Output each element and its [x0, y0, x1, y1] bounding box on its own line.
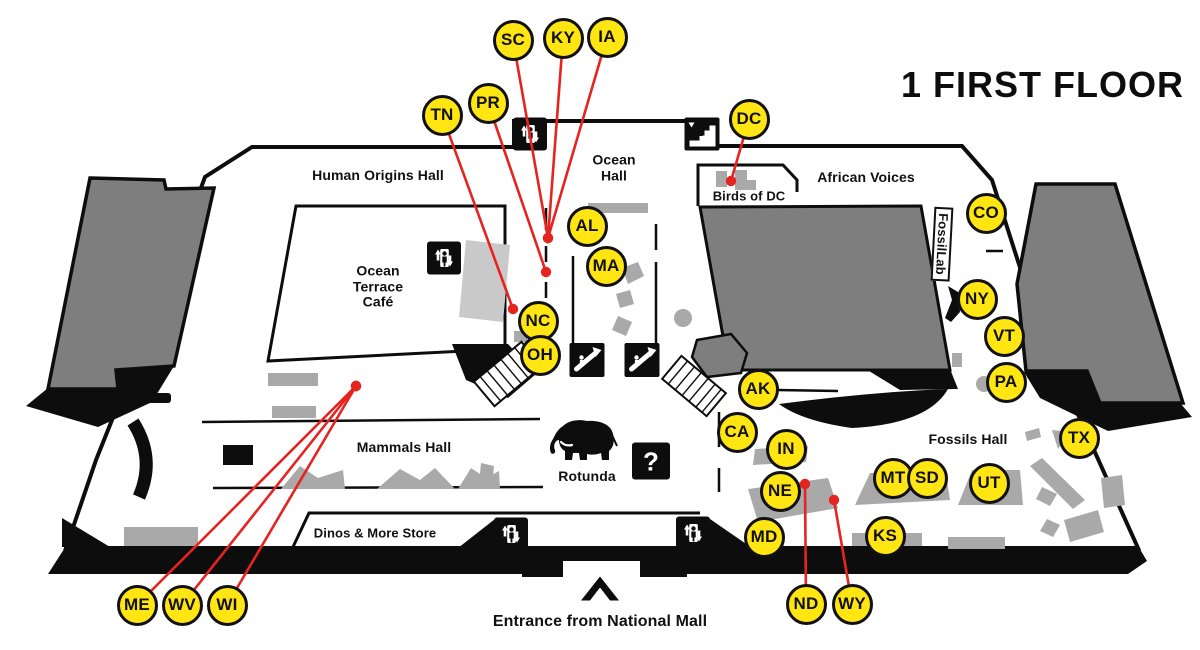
question-icon: ? — [632, 442, 670, 480]
state-badge-wi[interactable]: WI — [206, 584, 248, 626]
left-wing — [26, 176, 217, 427]
state-badge-ky[interactable]: KY — [542, 17, 584, 59]
state-badge-tx[interactable]: TX — [1058, 417, 1100, 459]
state-badge-pa[interactable]: PA — [985, 361, 1027, 403]
stairs-icon — [684, 117, 720, 151]
state-badge-wv[interactable]: WV — [161, 584, 203, 626]
state-badge-dc[interactable]: DC — [728, 98, 770, 140]
state-badge-me[interactable]: ME — [116, 584, 158, 626]
birds-of-dc-label: Birds of DC — [712, 188, 786, 204]
state-badge-pr[interactable]: PR — [467, 82, 509, 124]
state-badge-vt[interactable]: VT — [983, 315, 1025, 357]
state-badge-ia[interactable]: IA — [586, 16, 628, 58]
elephant-icon — [549, 418, 621, 464]
elevator-icon — [494, 517, 528, 551]
state-badge-sd[interactable]: SD — [906, 457, 948, 499]
state-badge-ma[interactable]: MA — [585, 245, 627, 287]
state-badge-md[interactable]: MD — [743, 516, 785, 558]
state-badge-in[interactable]: IN — [765, 428, 807, 470]
entrance-arrow-icon — [581, 576, 619, 602]
rotunda-label: Rotunda — [558, 468, 616, 485]
escalator-icon — [569, 343, 605, 377]
african-voices-label: African Voices — [817, 169, 915, 186]
entrance-label: Entrance from National Mall — [492, 613, 708, 631]
state-badge-ca[interactable]: CA — [716, 411, 758, 453]
central-gallery-block — [698, 204, 958, 390]
state-badge-ut[interactable]: UT — [968, 462, 1010, 504]
state-badge-al[interactable]: AL — [566, 205, 608, 247]
state-badge-ak[interactable]: AK — [737, 368, 779, 410]
state-badge-oh[interactable]: OH — [519, 334, 561, 376]
state-badge-ny[interactable]: NY — [956, 278, 998, 320]
state-badge-ne[interactable]: NE — [759, 470, 801, 512]
staircase-right — [660, 332, 749, 418]
right-wing — [1015, 182, 1192, 431]
ocean-terrace-cafe-label: Ocean Terrace Café — [352, 262, 404, 310]
escalator-icon — [624, 343, 660, 377]
state-badge-wy[interactable]: WY — [831, 583, 873, 625]
state-badge-co[interactable]: CO — [965, 192, 1007, 234]
svg-text:?: ? — [643, 447, 659, 477]
state-badge-tn[interactable]: TN — [421, 94, 463, 136]
elevator-icon — [676, 516, 710, 550]
fossils-hall-label: Fossils Hall — [928, 431, 1008, 448]
state-badge-nc[interactable]: NC — [517, 300, 559, 342]
state-badge-sc[interactable]: SC — [492, 19, 534, 61]
state-badge-ks[interactable]: KS — [864, 515, 906, 557]
mammals-hall-label: Mammals Hall — [356, 439, 452, 456]
page-title: 1 FIRST FLOOR — [901, 64, 1184, 105]
human-origins-hall-label: Human Origins Hall — [312, 167, 444, 184]
state-badge-nd[interactable]: ND — [785, 583, 827, 625]
